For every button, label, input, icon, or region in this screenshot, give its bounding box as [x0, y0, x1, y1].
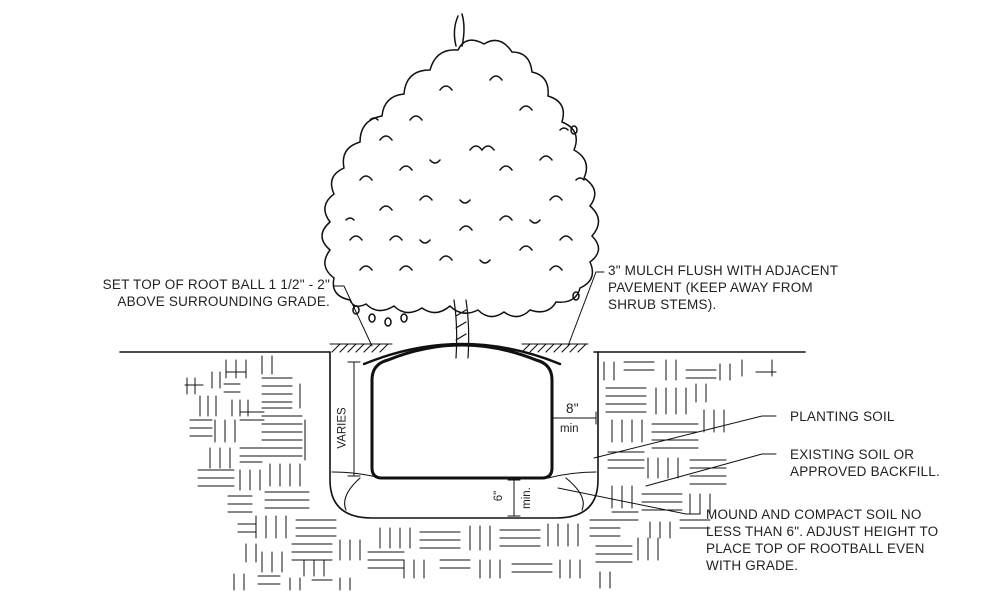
callout-root-ball-top: SET TOP OF ROOT BALL 1 1/2" - 2" ABOVE S…	[24, 276, 330, 310]
dim-side-clearance-min: min	[560, 423, 579, 435]
callout-planting-soil-text: PLANTING SOIL	[790, 409, 895, 424]
leader-existing-soil	[645, 453, 777, 487]
callout-existing-soil-line-2: APPROVED BACKFILL.	[790, 464, 940, 479]
callout-mound-line-4: WITH GRADE.	[706, 558, 799, 573]
dim-varies-label: VARIES	[336, 407, 349, 449]
callout-mulch: 3" MULCH FLUSH WITH ADJACENT PAVEMENT (K…	[608, 262, 838, 313]
dim-mound-min-label: min.	[520, 487, 533, 509]
callout-mound: MOUND AND COMPACT SOIL NO LESS THAN 6". …	[706, 506, 938, 574]
planting-pit-outline	[329, 351, 599, 519]
callout-existing-soil: EXISTING SOIL OR APPROVED BACKFILL.	[790, 446, 940, 480]
callout-mound-line-2: LESS THAN 6". ADJUST HEIGHT TO	[706, 524, 939, 539]
callout-planting-soil: PLANTING SOIL	[790, 408, 895, 425]
callout-existing-soil-line-1: EXISTING SOIL OR	[790, 447, 915, 462]
callout-mound-line-1: MOUND AND COMPACT SOIL NO	[706, 507, 922, 522]
callout-mulch-line-2: PAVEMENT (KEEP AWAY FROM	[608, 280, 813, 295]
root-ball	[370, 343, 554, 480]
callout-mound-line-3: PLACE TOP OF ROOTBALL EVEN	[706, 541, 925, 556]
dim-side-clearance	[551, 411, 597, 425]
callout-mulch-line-1: 3" MULCH FLUSH WITH ADJACENT	[608, 263, 839, 278]
mulch-hatch	[329, 343, 589, 353]
dim-mound-height-label: 6"	[493, 490, 506, 502]
callout-root-ball-line-2: ABOVE SURROUNDING GRADE.	[117, 294, 330, 309]
dim-side-clearance-label: 8"	[566, 401, 579, 416]
callout-root-ball-line-1: SET TOP OF ROOT BALL 1 1/2" - 2"	[102, 277, 330, 292]
callout-mulch-line-3: SHRUB STEMS).	[608, 297, 717, 312]
leader-mound	[557, 487, 701, 515]
compacted-mound	[331, 471, 597, 511]
root-ball-mound-top	[362, 342, 562, 366]
leader-planting-soil	[593, 415, 777, 459]
dim-varies	[347, 361, 361, 477]
shrub-stems	[453, 299, 470, 359]
leader-mulch	[567, 271, 605, 347]
shrub-canopy	[321, 13, 600, 327]
existing-soil-hatch	[184, 355, 777, 591]
leader-root-ball	[333, 285, 373, 347]
dim-mound-height	[507, 479, 521, 517]
